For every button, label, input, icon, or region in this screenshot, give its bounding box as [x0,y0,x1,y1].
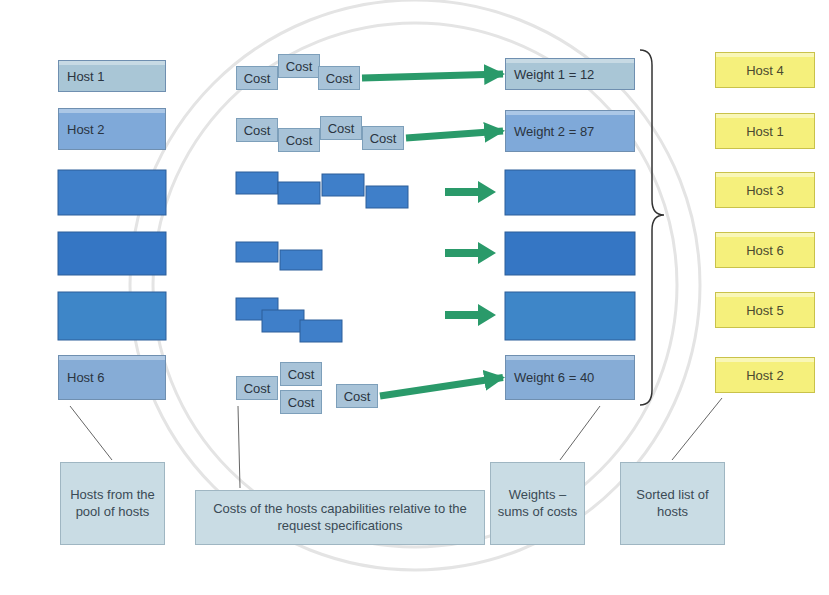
weight-block: Weight 1 = 12 [505,58,635,90]
green-arrow [380,378,503,397]
node-text: Host 6 [746,243,784,258]
cost-box: Cost [236,66,278,90]
node-text: Cost [244,71,271,86]
cost-box: Cost [236,118,278,142]
sorted-host-box: Host 2 [715,357,815,393]
node-text: Hosts from the pool of hosts [67,487,158,520]
cost-box: Cost [278,54,320,78]
node-text: Weight 2 = 87 [514,124,594,139]
cost-box: Cost [278,128,320,152]
node-text: Host 1 [746,124,784,139]
node-text: Weight 6 = 40 [514,370,594,385]
node-text: Host 1 [67,69,105,84]
weight-block [505,232,635,275]
cost-box: Cost [236,376,278,400]
node-text: Weights – sums of costs [497,487,578,520]
host-block [58,292,166,340]
sorted-host-box: Host 5 [715,292,815,328]
node-text: Cost [328,121,355,136]
node-text: Cost [244,123,271,138]
node-text: Host 5 [746,303,784,318]
node-text: Cost [286,59,313,74]
cost-box: Cost [318,66,360,90]
host-block [58,170,166,215]
cost-box: Cost [362,126,404,150]
cost-box: Cost [336,384,378,408]
host-block: Host 1 [58,60,166,92]
node-text: Weight 1 = 12 [514,67,594,82]
sorted-host-box: Host 1 [715,113,815,149]
caption-box: Sorted list of hosts [620,462,725,545]
cost-box: Cost [280,362,322,386]
node-text: Cost [370,131,397,146]
node-text: Cost [286,133,313,148]
green-arrow [362,74,503,78]
node-text: Host 2 [67,122,105,137]
cost-box: Cost [320,116,362,140]
sorted-host-box: Host 3 [715,172,815,208]
node-text: Cost [344,389,371,404]
caption-box: Hosts from the pool of hosts [60,462,165,545]
node-text: Host 3 [746,183,784,198]
brace [640,50,664,405]
weight-block [505,292,635,340]
cost-box: Cost [280,390,322,414]
node-text: Cost [288,395,315,410]
sorted-host-box: Host 4 [715,52,815,88]
node-text: Host 4 [746,63,784,78]
weight-block [505,170,635,215]
green-arrow [406,131,503,138]
caption-box: Costs of the hosts capabilities relative… [195,490,485,545]
node-text: Costs of the hosts capabilities relative… [202,501,478,534]
host-block: Host 2 [58,108,166,150]
node-text: Cost [244,381,271,396]
host-block [58,232,166,275]
node-text: Host 2 [746,368,784,383]
node-text: Cost [288,367,315,382]
weight-block: Weight 6 = 40 [505,355,635,400]
caption-box: Weights – sums of costs [490,462,585,545]
cost-cluster [236,172,408,342]
watermark-seal [130,0,700,570]
node-text: Cost [326,71,353,86]
green-arrow [445,181,496,326]
host-block: Host 6 [58,355,166,400]
node-text: Sorted list of hosts [627,487,718,520]
weight-block: Weight 2 = 87 [505,110,635,152]
sorted-host-box: Host 6 [715,232,815,268]
node-text: Host 6 [67,370,105,385]
